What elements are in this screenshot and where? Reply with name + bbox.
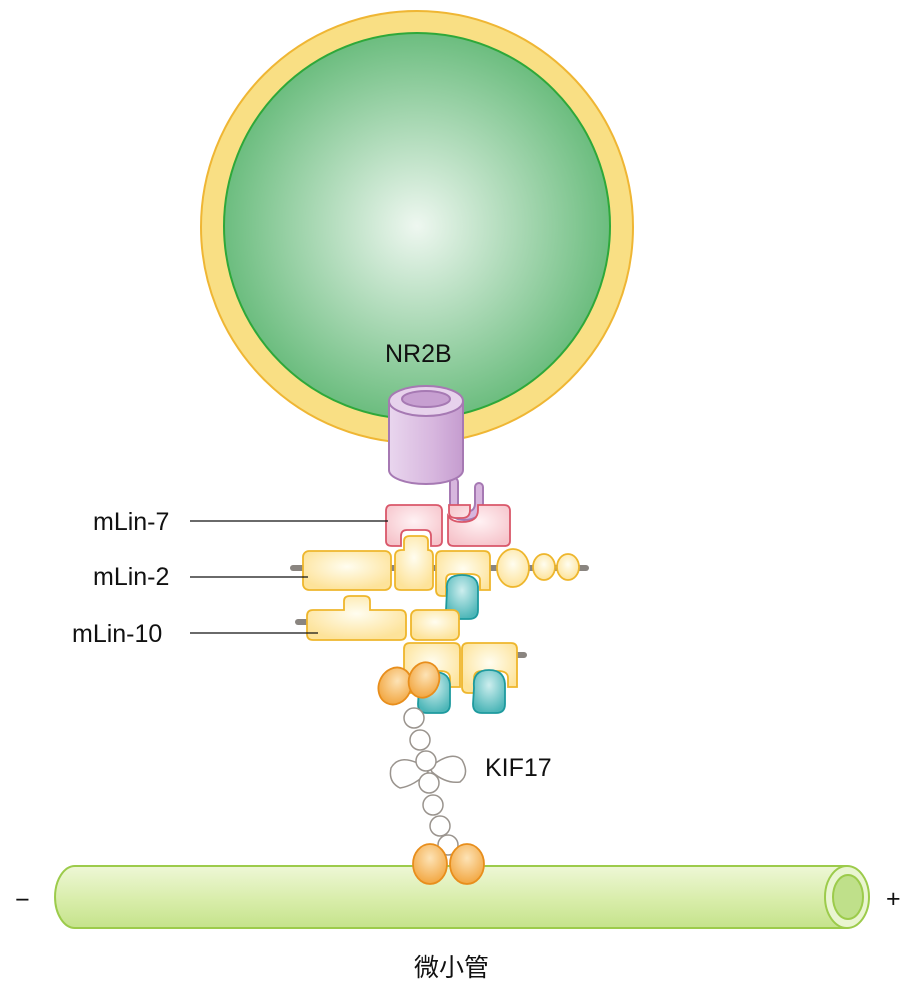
kif17-motor [377, 661, 467, 856]
kif17-tail-head-1 [377, 666, 413, 706]
lower-domain-2 [461, 642, 518, 694]
kif17-stalk-bead-2 [409, 729, 431, 751]
microtubule-plus-end-label: + [886, 885, 901, 913]
kif17-label: KIF17 [485, 754, 552, 782]
kif17-tail-head-2 [407, 661, 441, 699]
nr2b-top-hole [401, 390, 451, 408]
mlin2-bead-2 [532, 553, 556, 581]
kif17-stalk-bead-5 [422, 794, 444, 816]
mlin10-label: mLin-10 [72, 620, 162, 648]
mlin10-protein [295, 595, 460, 641]
mlin2-domain-3 [435, 550, 491, 597]
lower-teal-domain-2 [472, 669, 506, 714]
nr2b-receptor [388, 385, 484, 522]
mlin10-domain-2 [410, 609, 460, 641]
kif17-hinge-right-lobe [429, 755, 467, 784]
mlin2-bead-1 [496, 548, 530, 588]
kif17-stalk-bead-4 [418, 772, 440, 794]
kif17-motor-head-2 [449, 843, 485, 885]
mlin2-label: mLin-2 [93, 563, 169, 591]
nr2b-label: NR2B [385, 340, 452, 368]
mlin7-left-domain [385, 504, 443, 547]
kif17-stalk-bead-3 [415, 750, 437, 772]
microtubule-plus-end-lumen [832, 874, 864, 920]
mlin2-domain-1 [302, 550, 392, 591]
kif17-stalk-bead-1 [403, 707, 425, 729]
microtubule-label: 微小管 [414, 953, 489, 982]
mlin2-domain-2 [394, 535, 434, 591]
mlin7-label: mLin-7 [93, 508, 169, 536]
vesicle [200, 10, 634, 444]
kif17-motor-head-1 [412, 843, 448, 885]
mlin10-domain-1 [306, 595, 407, 641]
nr2b-barrel [388, 401, 464, 485]
microtubule-minus-end-label: − [15, 886, 30, 914]
mlin2-bead-3 [556, 553, 580, 581]
microtubule [54, 843, 870, 929]
kif17-stalk-bead-6 [429, 815, 451, 837]
mlin7-protein [385, 504, 511, 547]
mlin2-protein [290, 535, 589, 620]
mlin7-right-domain [447, 504, 511, 547]
